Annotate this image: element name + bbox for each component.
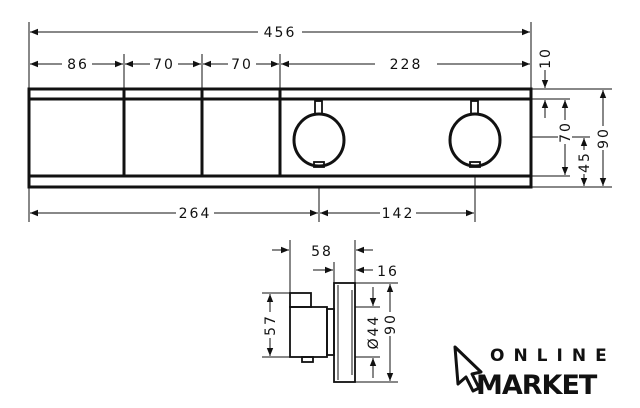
cover-plate (333, 282, 356, 383)
side-view: 58 16 57 Ø44 90 (262, 240, 399, 383)
knob-left (292, 100, 346, 168)
dim-top-strip: 10 (538, 47, 554, 69)
dim-plate-depth: 16 (377, 264, 399, 280)
knob-right (448, 100, 502, 168)
dim-knob1-offset: 264 (179, 206, 212, 222)
dim-seg1: 86 (67, 57, 89, 73)
dim-seg2: 70 (153, 57, 175, 73)
dim-body-height: 57 (263, 314, 279, 336)
valve-body (289, 306, 328, 358)
logo-line2: MARKET (476, 370, 598, 401)
dim-knob-spacing: 142 (382, 206, 415, 222)
dim-seg3: 70 (231, 57, 253, 73)
logo-line1: ONLINE (490, 346, 616, 366)
dim-total-width: 456 (264, 25, 297, 41)
cursor-icon (453, 345, 483, 393)
dim-total-height: 90 (596, 127, 612, 149)
dim-knob-center-height: 45 (577, 151, 593, 173)
front-view: 456 86 70 70 228 10 70 45 90 264 142 (27, 22, 612, 222)
dim-side-total-height: 90 (383, 313, 399, 335)
dim-seg4: 228 (390, 57, 423, 73)
dim-depth: 58 (311, 244, 333, 260)
dim-knob-diameter: Ø44 (366, 315, 382, 350)
dim-inner-height: 70 (558, 121, 574, 143)
online-market-logo: ONLINE MARKET (453, 345, 616, 401)
